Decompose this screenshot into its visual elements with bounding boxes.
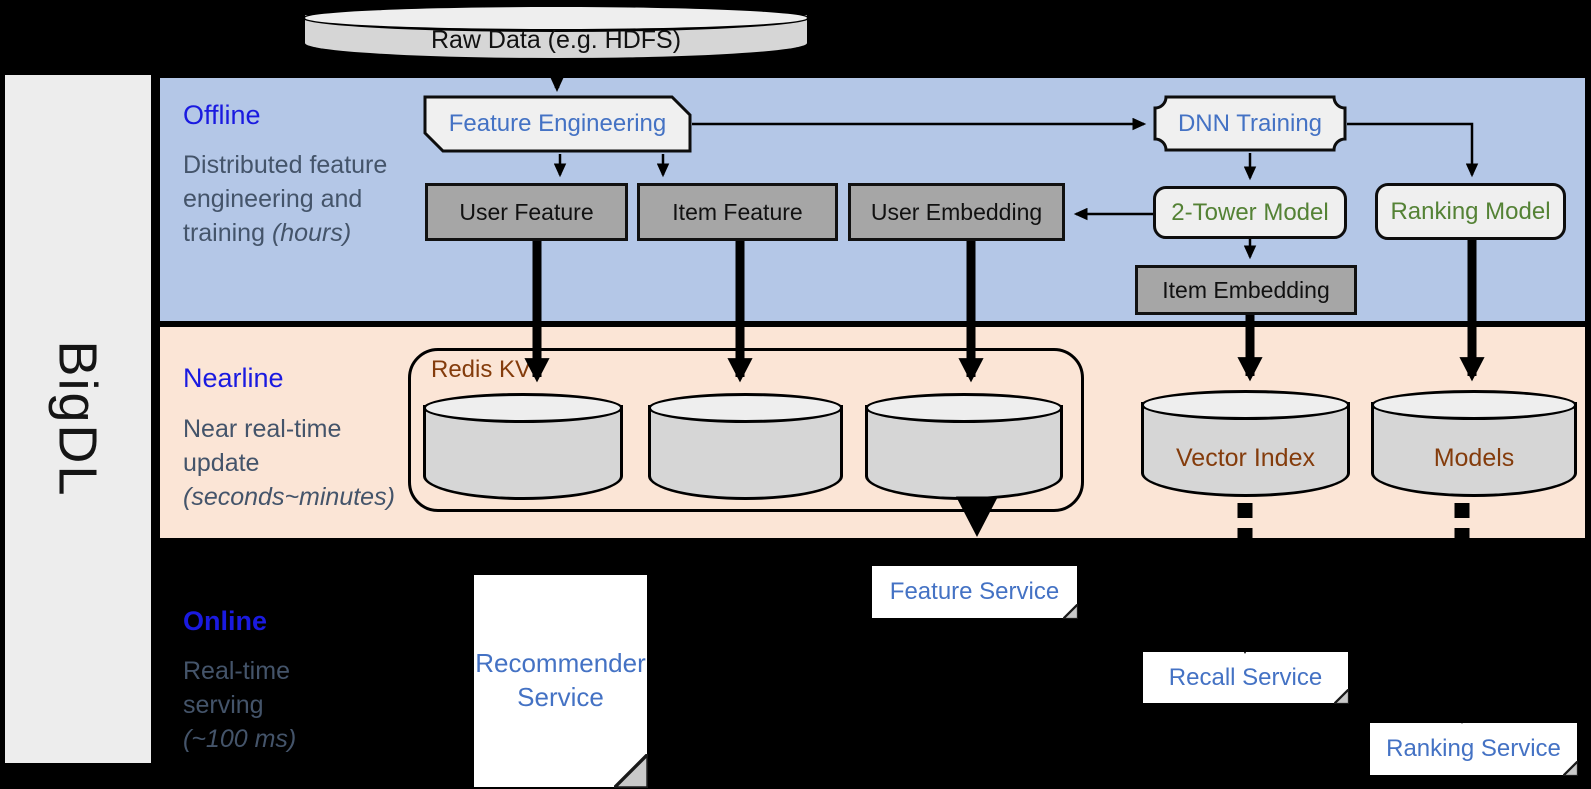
feature-engineering-node: Feature Engineering — [423, 95, 692, 153]
vector-index-store: Vector Index — [1141, 390, 1350, 497]
user-feature-label: User Feature — [459, 198, 594, 225]
offline-description: Distributed feature engineering and trai… — [183, 151, 388, 247]
ranking-model-node: Ranking Model — [1375, 183, 1566, 240]
two-tower-model-label: 2-Tower Model — [1171, 198, 1329, 226]
ranking-service-node: Ranking Service — [1370, 723, 1578, 776]
redis-shard-cylinder — [423, 393, 623, 500]
item-feature-node: Item Feature — [637, 183, 838, 241]
page-fold-icon — [1063, 604, 1078, 619]
redis-shard-cylinder — [865, 393, 1063, 500]
nearline-title: Nearline — [183, 363, 284, 393]
redis-kv-group: Redis KV — [408, 348, 1084, 512]
user-feature-node: User Feature — [425, 183, 628, 241]
recommender-service-label: Recommender Service — [475, 648, 646, 712]
online-description: Real-time serving (~100 ms) — [183, 657, 297, 753]
raw-data-store: Raw Data (e.g. HDFS) — [302, 4, 810, 61]
user-embedding-node: User Embedding — [848, 183, 1065, 241]
plaque-shape — [1153, 95, 1347, 152]
bigdl-rail: BigDL — [5, 75, 151, 763]
feature-service-node: Feature Service — [872, 566, 1078, 619]
models-store: Models — [1371, 390, 1577, 497]
feature-engineering-label: Feature Engineering — [448, 110, 667, 137]
nearline-description: Near real-time update (seconds~minutes) — [183, 415, 395, 511]
user-embedding-label: User Embedding — [870, 198, 1043, 225]
ranking-service-label: Ranking Service — [1386, 735, 1561, 762]
item-embedding-label: Item Embedding — [1162, 276, 1330, 303]
raw-data-label: Raw Data (e.g. HDFS) — [430, 26, 682, 54]
redis-kv-label: Redis KV — [431, 356, 532, 383]
dnn-training-label: DNN Training — [1177, 109, 1323, 137]
page-fold-icon — [1334, 689, 1349, 704]
online-title: Online — [183, 606, 268, 636]
redis-shard-cylinder — [648, 393, 843, 500]
dnn-training-node: DNN Training — [1153, 95, 1347, 152]
recall-service-label: Recall Service — [1168, 663, 1323, 691]
page-fold-icon — [1563, 761, 1578, 776]
ranking-model-label: Ranking Model — [1390, 197, 1551, 225]
two-tower-model-node: 2-Tower Model — [1153, 186, 1347, 239]
item-feature-label: Item Feature — [672, 198, 803, 225]
vector-index-label: Vector Index — [1176, 443, 1315, 472]
bigdl-logo-text: BigDL — [48, 340, 109, 498]
recommender-service-node: Recommender Service — [474, 575, 648, 788]
offline-title: Offline — [183, 100, 261, 130]
page-fold-icon — [614, 754, 648, 788]
recall-service-node: Recall Service — [1143, 652, 1349, 704]
models-label: Models — [1433, 443, 1515, 472]
item-embedding-node: Item Embedding — [1135, 265, 1357, 315]
feature-service-label: Feature Service — [889, 578, 1060, 605]
snip-corner-rectangle-shape — [423, 95, 692, 153]
